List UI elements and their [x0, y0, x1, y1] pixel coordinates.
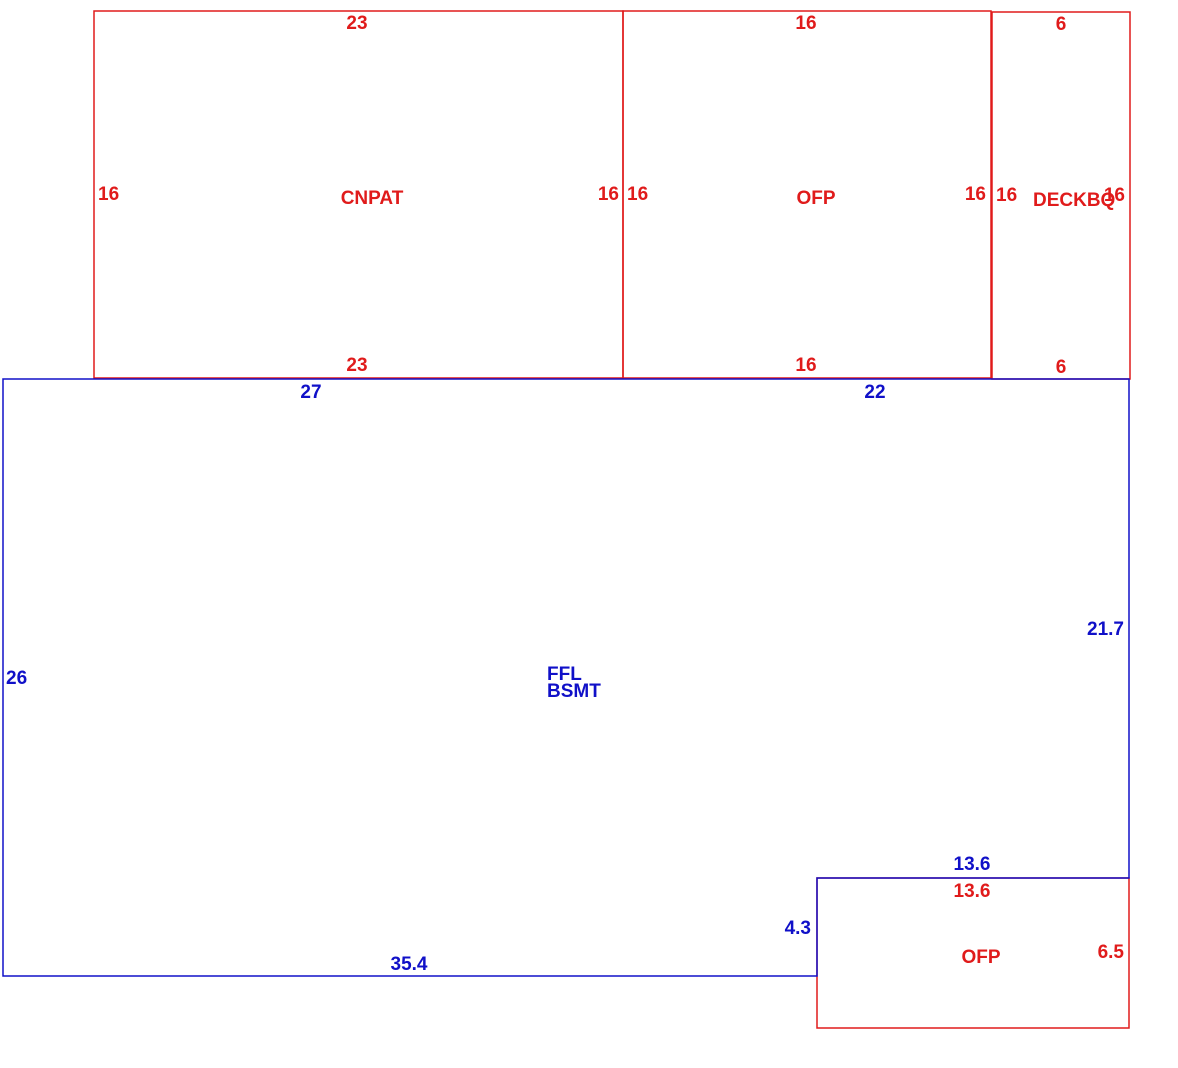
deckbq-right-dimension: 16 — [1104, 185, 1125, 206]
main-top-left-dimension: 27 — [300, 382, 321, 403]
deckbq-bottom-dimension: 6 — [1056, 357, 1067, 378]
ofp-bottom-top-dimension: 13.6 — [954, 881, 991, 902]
cnpat-top-dimension: 23 — [346, 13, 367, 34]
deckbq-left-dimension: 16 — [996, 185, 1017, 206]
ofp-bottom-area-label: OFP — [961, 947, 1000, 968]
ofp-top-area-label: OFP — [796, 188, 835, 209]
cnpat-left-dimension: 16 — [98, 184, 119, 205]
main-right-dimension: 21.7 — [1087, 619, 1124, 640]
deckbq-top-dimension: 6 — [1056, 14, 1067, 35]
cnpat-area-label: CNPAT — [341, 188, 404, 209]
ofp-top-right-dimension: 16 — [965, 184, 986, 205]
main-bottom-dimension: 35.4 — [391, 954, 428, 975]
main-notch-top-dimension: 13.6 — [954, 854, 991, 875]
ofp-top-top-dimension: 16 — [795, 13, 816, 34]
main-top-right-dimension: 22 — [864, 382, 885, 403]
ofp-top-left-dimension: 16 — [627, 184, 648, 205]
main-area-label-line2: BSMT — [547, 681, 601, 702]
main-notch-left-dimension: 4.3 — [785, 918, 811, 939]
ofp-top-bottom-dimension: 16 — [795, 355, 816, 376]
cnpat-right-dimension: 16 — [598, 184, 619, 205]
ofp-bottom-right-dimension: 6.5 — [1098, 942, 1125, 963]
main-area-label-line1: FFL — [547, 664, 582, 685]
deckbq-area-label: DECKBQ — [1033, 190, 1115, 211]
main-left-dimension: 26 — [6, 668, 27, 689]
cnpat-bottom-dimension: 23 — [346, 355, 367, 376]
ofp-top-outline — [622, 10, 992, 379]
main-area-outline — [2, 378, 1130, 977]
